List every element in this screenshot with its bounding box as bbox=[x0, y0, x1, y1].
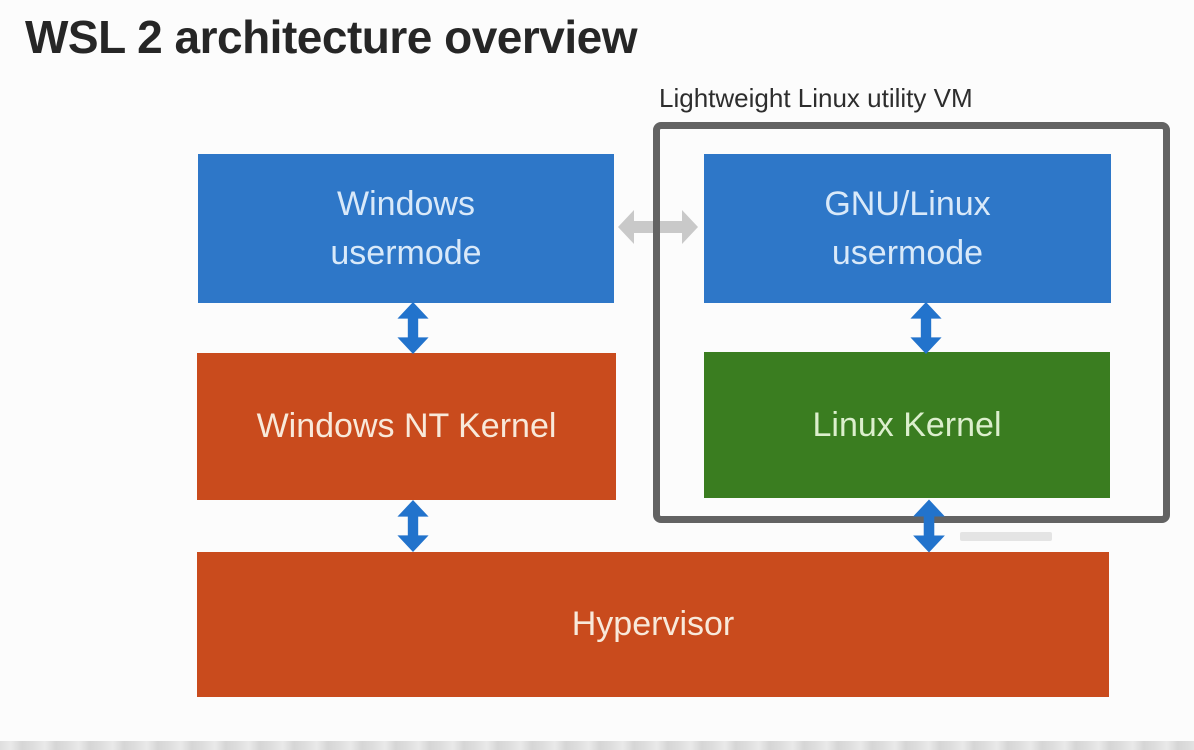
bottom-edge-noise-band bbox=[0, 741, 1194, 750]
faint-watermark-artifact bbox=[960, 532, 1052, 541]
diagram-title: WSL 2 architecture overview bbox=[25, 11, 638, 63]
gnu-linux-usermode-box: GNU/Linux usermode bbox=[704, 154, 1111, 303]
bidirectional-vertical-arrow-icon bbox=[913, 499, 945, 553]
bidirectional-vertical-arrow-icon bbox=[910, 302, 942, 354]
vm-boundary-label: Lightweight Linux utility VM bbox=[659, 83, 973, 113]
windows-usermode-box: Windows usermode bbox=[198, 154, 614, 303]
linux-kernel-box: Linux Kernel bbox=[704, 352, 1110, 498]
bidirectional-vertical-arrow-icon bbox=[397, 302, 429, 354]
windows-nt-kernel-box: Windows NT Kernel bbox=[197, 353, 616, 500]
lightweight-vm-boundary bbox=[653, 122, 1170, 523]
bidirectional-vertical-arrow-icon bbox=[397, 500, 429, 552]
hypervisor-box: Hypervisor bbox=[197, 552, 1109, 697]
